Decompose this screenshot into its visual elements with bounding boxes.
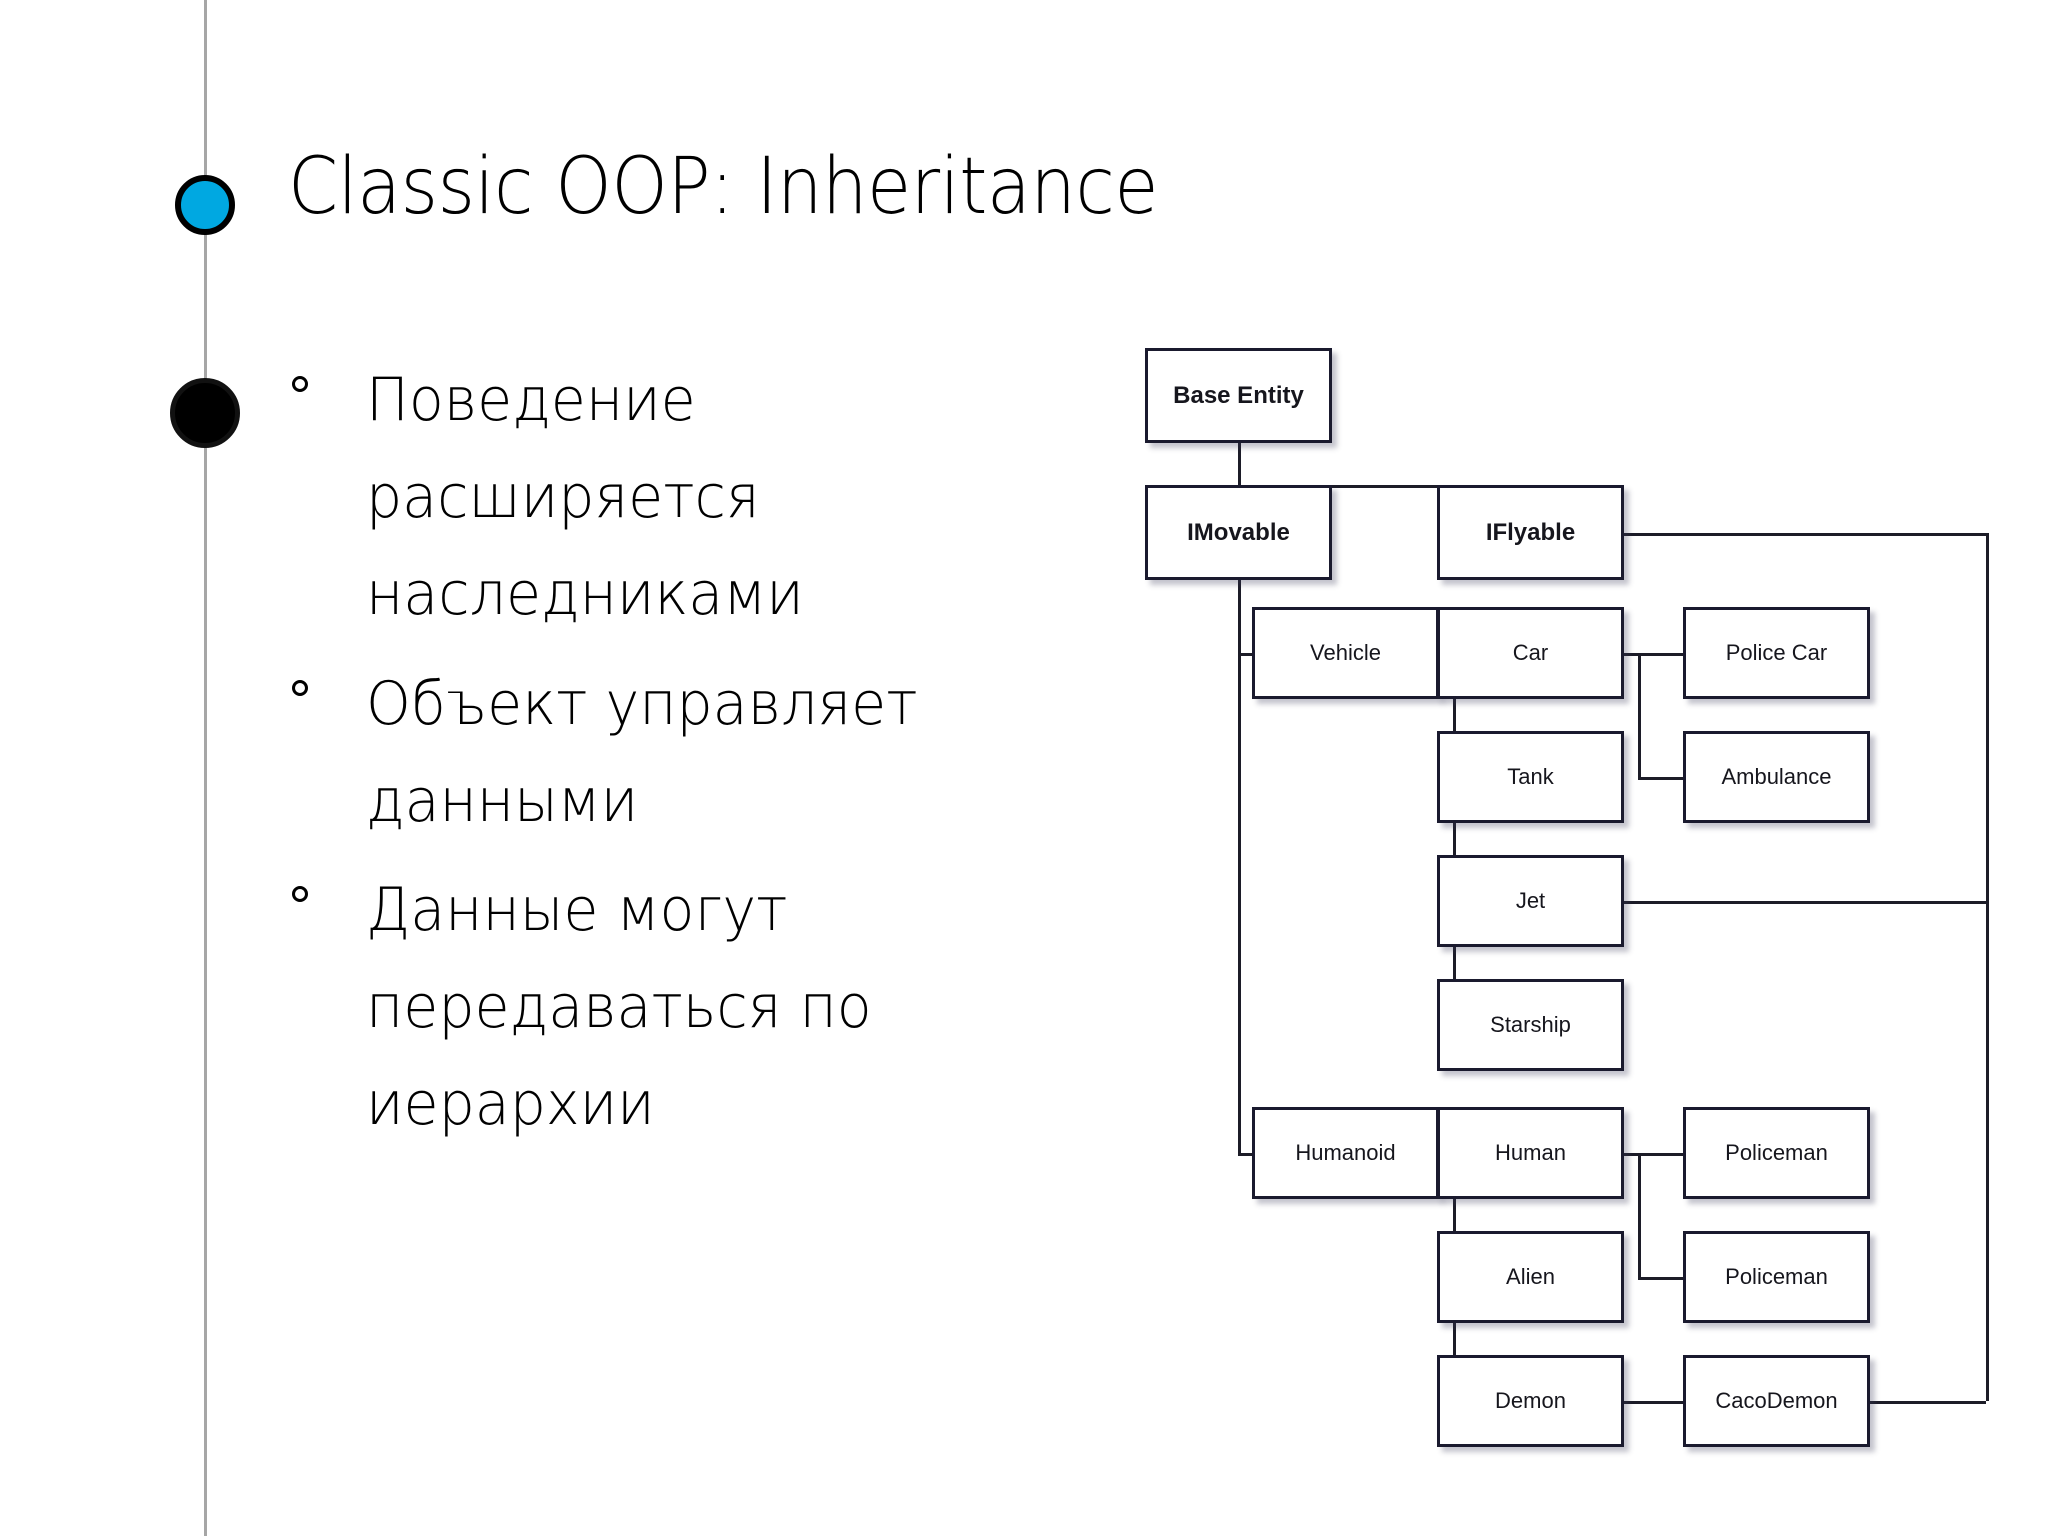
edge-car-bus xyxy=(1638,653,1641,777)
diagram-node-starship: Starship xyxy=(1437,979,1624,1071)
list-item-label: Данные могут передаваться по иерархии xyxy=(366,874,872,1140)
edge-imovable-bus xyxy=(1237,580,1241,1153)
list-item-label: Объект управляет данными xyxy=(366,668,918,836)
page-title: Classic OOP: Inheritance xyxy=(288,142,1159,232)
list-item-label: Поведение расширяется наследниками xyxy=(366,365,804,630)
edge-car-ambulance xyxy=(1638,777,1683,780)
diagram-node-human: Human xyxy=(1437,1107,1624,1199)
diagram-node-imovable: IMovable xyxy=(1145,485,1332,580)
edge-human-policeman1 xyxy=(1624,1153,1683,1156)
diagram-node-policeman-1: Policeman xyxy=(1683,1107,1870,1199)
diagram-node-humanoid: Humanoid xyxy=(1252,1107,1439,1199)
list-item: Объект управляет данными xyxy=(286,656,986,850)
edge-vehicle-bus xyxy=(1453,653,1456,1025)
edge-demon-cacodemon xyxy=(1624,1401,1683,1404)
bullet-circle-icon xyxy=(292,679,308,696)
edge-iflyable-jet xyxy=(1624,901,1986,904)
diagram-node-police-car: Police Car xyxy=(1683,607,1870,699)
diagram-node-alien: Alien xyxy=(1437,1231,1624,1323)
edge-iflyable-cacodemon xyxy=(1870,1401,1986,1404)
diagram-node-car: Car xyxy=(1437,607,1624,699)
edge-imovable-vehicle xyxy=(1237,653,1252,656)
diagram-node-jet: Jet xyxy=(1437,855,1624,947)
edge-iflyable-out xyxy=(1624,532,1986,536)
diagram-node-iflyable: IFlyable xyxy=(1437,485,1624,580)
diagram-node-base-entity: Base Entity xyxy=(1145,348,1332,443)
rail-dot-accent-icon xyxy=(175,175,235,235)
diagram-node-policeman-2: Policeman xyxy=(1683,1231,1870,1323)
edge-imovable-humanoid xyxy=(1237,1153,1252,1156)
list-item: Данные могут передаваться по иерархии xyxy=(286,862,986,1154)
edge-human-policeman2 xyxy=(1638,1277,1683,1280)
edge-base-stem xyxy=(1237,443,1241,485)
diagram-node-ambulance: Ambulance xyxy=(1683,731,1870,823)
edge-base-fork xyxy=(1237,485,1530,488)
edge-iflyable-bus xyxy=(1986,532,1989,1401)
diagram-node-vehicle: Vehicle xyxy=(1252,607,1439,699)
edge-human-bus xyxy=(1638,1153,1641,1277)
sidebar-rail-line xyxy=(204,0,207,1536)
bullet-circle-icon xyxy=(292,376,308,392)
diagram-node-demon: Demon xyxy=(1437,1355,1624,1447)
bullet-circle-icon xyxy=(292,885,308,902)
diagram-node-tank: Tank xyxy=(1437,731,1624,823)
edge-car-policecar xyxy=(1624,653,1683,656)
list-item: Поведение расширяется наследниками xyxy=(286,352,986,644)
bullet-list: Поведение расширяется наследниками Объек… xyxy=(286,352,986,1166)
diagram-node-cacodemon: CacoDemon xyxy=(1683,1355,1870,1447)
rail-dot-bullet-icon xyxy=(170,378,240,448)
